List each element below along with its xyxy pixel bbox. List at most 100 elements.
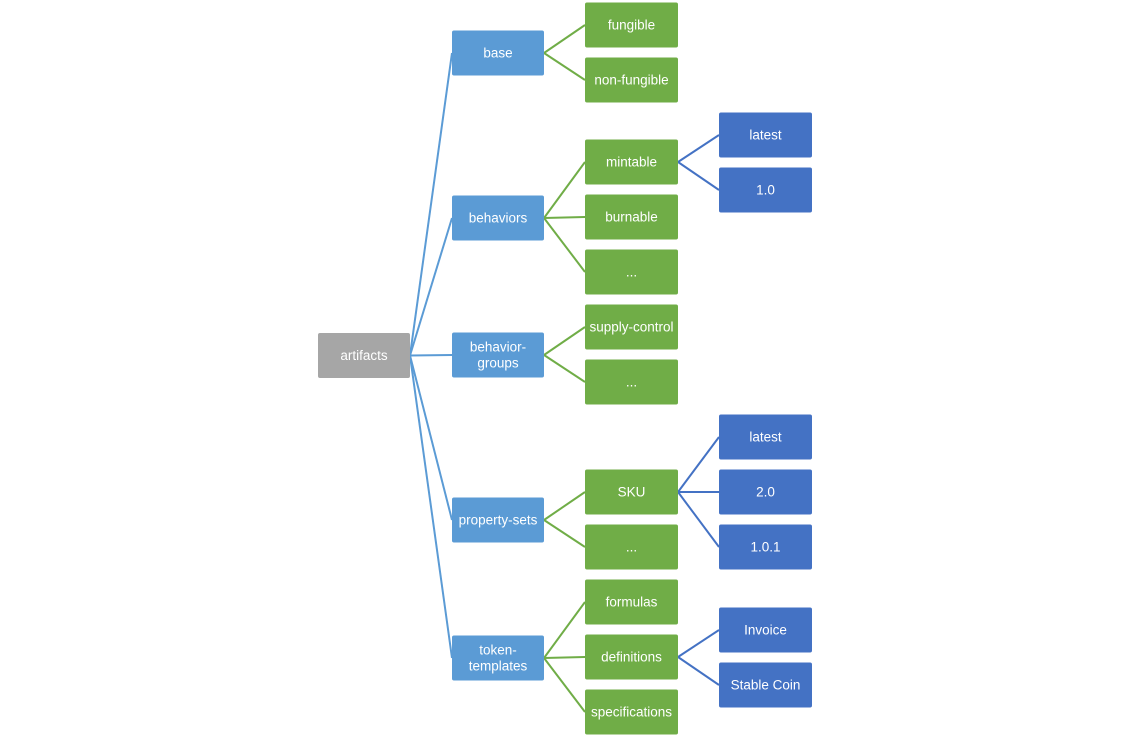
connector-artifacts-to-property-sets	[409, 355, 453, 521]
connector-definitions-to-stable-coin	[677, 656, 720, 686]
node-property-sets-ellipsis: ...	[585, 524, 678, 570]
connector-definitions-to-invoice	[677, 629, 720, 658]
node-property-sets-ellipsis-label: ...	[626, 540, 637, 555]
node-behavior-groups-supply-control-label: supply-control	[589, 320, 673, 335]
node-definitions-invoice: Invoice	[719, 607, 812, 653]
node-behavior-groups-ellipsis-box	[585, 359, 678, 405]
node-mintable-1-0: 1.0	[719, 167, 812, 213]
node-token-templates-label: token-	[479, 643, 517, 658]
node-property-sets-sku-box	[585, 469, 678, 515]
node-token-templates-formulas: formulas	[585, 579, 678, 625]
node-behaviors-ellipsis-label: ...	[626, 265, 637, 280]
node-mintable-latest-box	[719, 112, 812, 158]
node-token-templates-definitions: definitions	[585, 634, 678, 680]
node-token-templates-specifications-box	[585, 689, 678, 735]
node-behaviors-burnable-label: burnable	[605, 210, 658, 225]
connector-mintable-to-latest	[677, 134, 720, 163]
node-property-sets-sku: SKU	[585, 469, 678, 515]
connector-behavior-groups-to-ellipsis	[543, 354, 586, 383]
node-behaviors-label: behaviors	[469, 211, 528, 226]
node-token-templates-formulas-label: formulas	[606, 595, 658, 610]
node-sku-1-0-1-box	[719, 524, 812, 570]
node-behavior-groups-ellipsis: ...	[585, 359, 678, 405]
node-definitions-stable-coin: Stable Coin	[719, 662, 812, 708]
connector-artifacts-to-token-templates	[409, 355, 453, 659]
node-base-non-fungible: non-fungible	[585, 57, 678, 103]
node-definitions-stable-coin-box	[719, 662, 812, 708]
connector-token-templates-to-specifications	[543, 657, 586, 713]
node-token-templates: token-templates	[452, 635, 544, 681]
connectors	[409, 24, 720, 713]
connector-behaviors-to-ellipsis	[543, 217, 586, 273]
node-behaviors-burnable: burnable	[585, 194, 678, 240]
node-behaviors-mintable: mintable	[585, 139, 678, 185]
node-property-sets: property-sets	[452, 497, 544, 543]
node-mintable-1-0-label: 1.0	[756, 183, 775, 198]
nodes: base fungible non-fungible behaviors mintabl…	[318, 2, 812, 735]
node-base-fungible: fungible	[585, 2, 678, 48]
connector-sku-to-latest	[677, 436, 720, 493]
node-base-non-fungible-label: non-fungible	[594, 73, 668, 88]
connector-behaviors-to-burnable	[543, 216, 586, 219]
connector-behavior-groups-to-supply-control	[543, 326, 586, 356]
node-sku-1-0-1-label: 1.0.1	[750, 540, 780, 555]
node-behavior-groups-label: behavior-	[470, 340, 526, 355]
node-token-templates-formulas-box	[585, 579, 678, 625]
connector-artifacts-to-behavior-groups	[409, 354, 453, 357]
node-behavior-groups-label: groups	[477, 356, 519, 371]
connector-behaviors-to-mintable	[543, 161, 586, 219]
node-sku-latest-label: latest	[749, 430, 782, 445]
node-mintable-1-0-box	[719, 167, 812, 213]
node-behaviors-ellipsis-box	[585, 249, 678, 295]
node-behaviors-mintable-label: mintable	[606, 155, 657, 170]
node-behavior-groups-ellipsis-label: ...	[626, 375, 637, 390]
connector-artifacts-to-base	[409, 52, 453, 356]
node-base-box	[452, 30, 544, 76]
connector-base-to-fungible	[543, 24, 586, 54]
connector-artifacts-to-behaviors	[409, 217, 453, 356]
node-definitions-invoice-box	[719, 607, 812, 653]
connector-token-templates-to-formulas	[543, 601, 586, 659]
node-base-label: base	[483, 46, 512, 61]
node-mintable-latest: latest	[719, 112, 812, 158]
node-definitions-invoice-label: Invoice	[744, 623, 787, 638]
node-sku-1-0-1: 1.0.1	[719, 524, 812, 570]
node-property-sets-box	[452, 497, 544, 543]
node-base-fungible-label: fungible	[608, 18, 655, 33]
node-sku-2-0-label: 2.0	[756, 485, 775, 500]
node-behavior-groups-supply-control-box	[585, 304, 678, 350]
connector-sku-to-1-0-1	[677, 491, 720, 548]
connector-mintable-to-1-0	[677, 161, 720, 191]
node-base: base	[452, 30, 544, 76]
node-behavior-groups: behavior-groups	[452, 332, 544, 378]
node-artifacts-label: artifacts	[340, 348, 388, 363]
node-token-templates-specifications: specifications	[585, 689, 678, 735]
node-behaviors: behaviors	[452, 195, 544, 241]
connector-token-templates-to-definitions	[543, 656, 586, 659]
node-behaviors-ellipsis: ...	[585, 249, 678, 295]
node-sku-2-0: 2.0	[719, 469, 812, 515]
node-behaviors-box	[452, 195, 544, 241]
node-sku-2-0-box	[719, 469, 812, 515]
node-property-sets-ellipsis-box	[585, 524, 678, 570]
connector-base-to-non-fungible	[543, 52, 586, 81]
node-sku-latest-box	[719, 414, 812, 460]
node-token-templates-definitions-box	[585, 634, 678, 680]
connector-property-sets-to-ellipsis	[543, 519, 586, 548]
node-base-non-fungible-box	[585, 57, 678, 103]
node-token-templates-label: templates	[469, 659, 528, 674]
node-definitions-stable-coin-label: Stable Coin	[731, 678, 801, 693]
node-base-fungible-box	[585, 2, 678, 48]
node-property-sets-sku-label: SKU	[618, 485, 646, 500]
node-sku-latest: latest	[719, 414, 812, 460]
node-behaviors-burnable-box	[585, 194, 678, 240]
node-token-templates-box	[452, 635, 544, 681]
node-property-sets-label: property-sets	[459, 513, 538, 528]
node-behavior-groups-supply-control: supply-control	[585, 304, 678, 350]
node-mintable-latest-label: latest	[749, 128, 782, 143]
node-artifacts: artifacts	[318, 333, 410, 378]
node-token-templates-specifications-label: specifications	[591, 705, 672, 720]
node-behaviors-mintable-box	[585, 139, 678, 185]
node-behavior-groups-box	[452, 332, 544, 378]
